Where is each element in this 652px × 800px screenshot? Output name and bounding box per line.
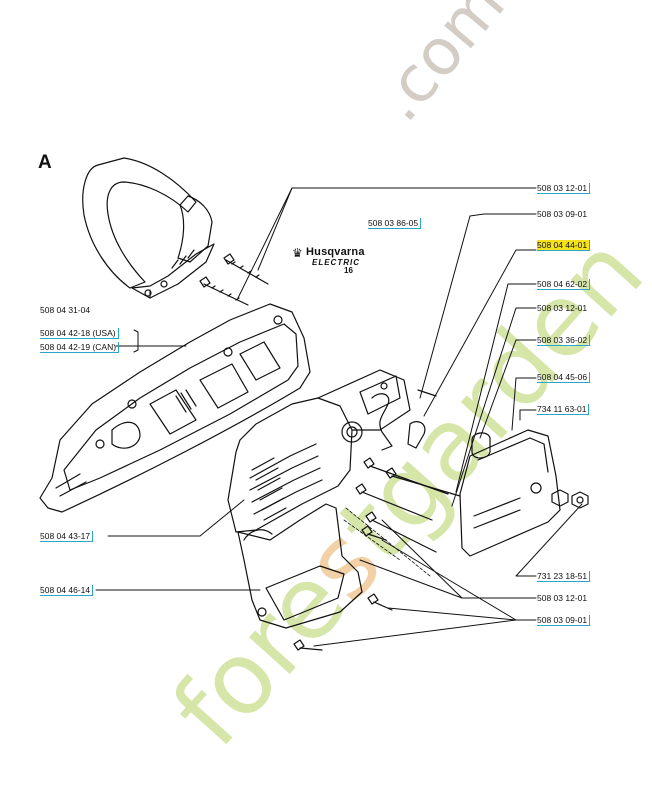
dashed-guides: [343, 507, 431, 577]
part-label[interactable]: 508 04 43-17: [40, 531, 94, 542]
part-label[interactable]: 734 11 63-01: [537, 404, 590, 415]
crown-icon: ♛: [292, 246, 303, 260]
part-label[interactable]: 508 03 12-01: [537, 183, 591, 194]
part-label[interactable]: 508 04 45-06: [537, 372, 591, 383]
rear-handle: [237, 503, 363, 629]
part-label[interactable]: 508 04 42-18 (USA): [40, 328, 119, 339]
part-label[interactable]: 508 03 09-01: [537, 615, 591, 626]
chain-cover: [459, 429, 561, 557]
part-label[interactable]: 508 03 12-01: [537, 593, 588, 603]
part-label-highlighted[interactable]: 508 04 44-01: [537, 240, 591, 251]
logo-model: ELECTRIC: [312, 258, 360, 267]
cover-screws: [293, 457, 461, 651]
housing-left: [39, 303, 311, 513]
small-parts: [407, 389, 589, 509]
front-handle: [82, 157, 215, 299]
part-label[interactable]: 508 04 46-14: [40, 585, 94, 596]
section-label: A: [38, 152, 52, 173]
part-label[interactable]: 731 23 18-51: [537, 571, 591, 582]
part-label[interactable]: 508 03 36-02: [537, 335, 591, 346]
part-label[interactable]: 508 03 86-05: [368, 218, 422, 229]
logo-number: 16: [344, 266, 353, 275]
logo-brand: Husqvarna: [306, 246, 365, 258]
husqvarna-logo: ♛ Husqvarna ELECTRIC 16: [292, 246, 378, 276]
motor-cover: [227, 369, 411, 533]
leader-lines: [95, 187, 583, 647]
part-label[interactable]: 508 03 09-01: [537, 209, 588, 219]
part-label[interactable]: 508 04 62-02: [537, 279, 591, 290]
handle-screws: [199, 253, 269, 306]
part-label[interactable]: 508 03 12-01: [537, 303, 588, 313]
bracket: [133, 329, 139, 353]
part-label[interactable]: 508 04 42-19 (CAN): [40, 342, 120, 353]
part-label[interactable]: 508 04 31-04: [40, 305, 91, 315]
